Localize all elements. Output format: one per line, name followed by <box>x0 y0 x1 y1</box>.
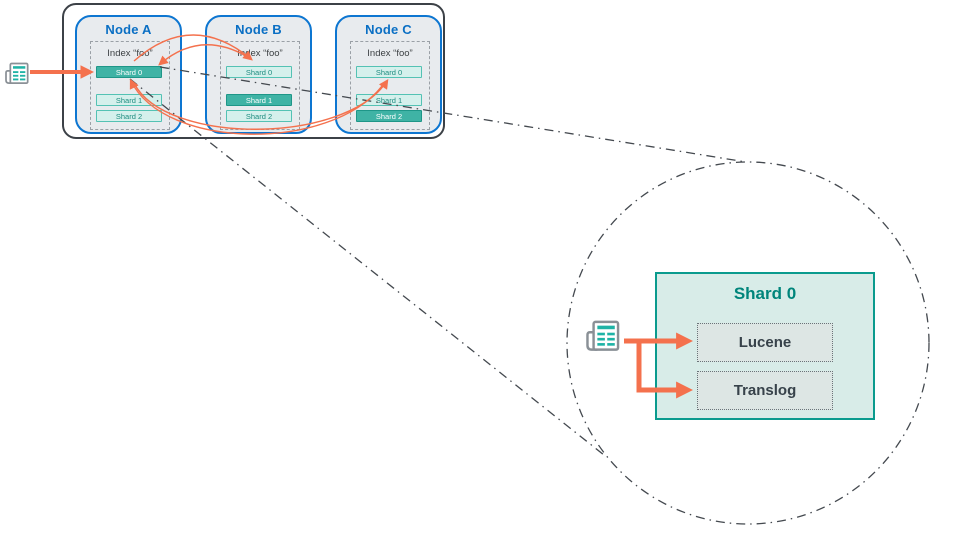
node-c-index-label: Index “foo” <box>367 48 413 59</box>
node-b-index-label: Index “foo” <box>237 48 283 59</box>
newspaper-icon <box>586 320 620 351</box>
node-a-shard-0: Shard 0 <box>96 66 162 78</box>
node-c-title: Node C <box>365 22 412 37</box>
node-b-title: Node B <box>235 22 282 37</box>
node-b: Node B Index “foo” Shard 0 Shard 1 Shard… <box>205 15 312 134</box>
node-c-shard-1: Shard 1 <box>356 94 422 106</box>
node-a-shard-2: Shard 2 <box>96 110 162 122</box>
node-a-shard-1: Shard 1 <box>96 94 162 106</box>
lucene-box: Lucene <box>697 323 833 362</box>
cluster-container: Node A Index “foo” Shard 0 Shard 1 Shard… <box>62 3 445 139</box>
translog-box: Translog <box>697 371 833 410</box>
node-b-shard-2: Shard 2 <box>226 110 292 122</box>
node-c-shard-0: Shard 0 <box>356 66 422 78</box>
node-c: Node C Index “foo” Shard 0 Shard 1 Shard… <box>335 15 442 134</box>
shard-detail-box: Shard 0 Lucene Translog <box>655 272 875 420</box>
node-c-shard-2: Shard 2 <box>356 110 422 122</box>
node-a: Node A Index “foo” Shard 0 Shard 1 Shard… <box>75 15 182 134</box>
newspaper-icon <box>5 62 29 85</box>
node-b-shard-1: Shard 1 <box>226 94 292 106</box>
node-b-shard-0: Shard 0 <box>226 66 292 78</box>
node-a-title: Node A <box>105 22 152 37</box>
shard-detail-title: Shard 0 <box>733 284 797 303</box>
node-a-index-label: Index “foo” <box>107 48 153 59</box>
